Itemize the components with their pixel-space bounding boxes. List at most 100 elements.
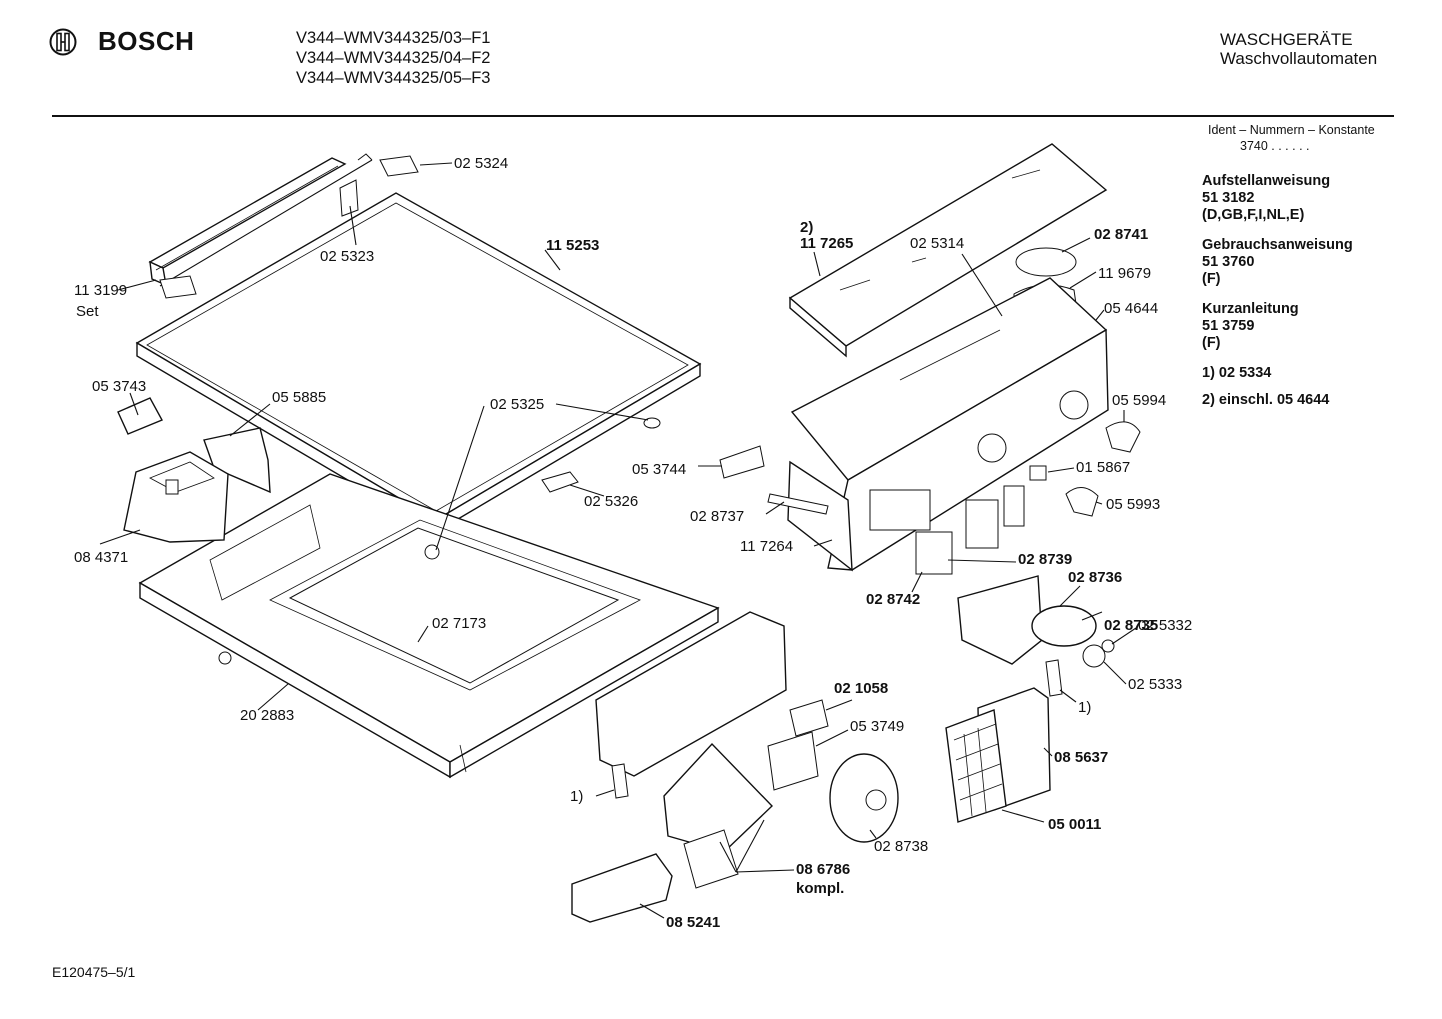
- door-lever: [719, 445, 765, 479]
- part-number-label: 02 7173: [432, 615, 486, 632]
- part-number-label: 08 6786: [796, 861, 850, 878]
- part-number-label: 02 5326: [584, 493, 638, 510]
- drawing-number: E120475–5/1: [52, 964, 136, 980]
- document-item: Aufstellanweisung 51 3182 (D,GB,F,I,NL,E…: [1202, 173, 1412, 224]
- part-number-label: 11 3199: [74, 282, 127, 299]
- part-number-label: 20 2883: [240, 707, 294, 724]
- ident-block: Ident – Nummern – Konstante 3740 . . . .…: [1208, 122, 1375, 154]
- gear-part: [1082, 644, 1106, 668]
- part-number-label: kompl.: [796, 880, 844, 897]
- selector-knob-hub: [865, 789, 887, 811]
- model-line: V344–WMV344325/03–F1: [296, 29, 491, 47]
- lid-hinge-clip: [541, 471, 579, 493]
- document-title: Aufstellanweisung: [1202, 173, 1331, 189]
- part-number-label: 02 8741: [1094, 226, 1148, 243]
- pressure-switch-part: [767, 731, 819, 791]
- part-number-label: 02 8735: [1104, 617, 1158, 634]
- part-number-label: 02 8736: [1068, 569, 1122, 586]
- part-number-label: 05 3749: [850, 718, 904, 735]
- part-number-label: 08 5241: [666, 914, 720, 931]
- part-number-label: 2): [800, 219, 813, 236]
- document-item: Gebrauchsanweisung 51 3760 (F): [1202, 237, 1412, 288]
- brand-header: BOSCH: [48, 26, 194, 57]
- document-extra: (F): [1202, 271, 1221, 287]
- document-item: Kurzanleitung 51 3759 (F): [1202, 301, 1412, 352]
- header-divider: [52, 115, 1394, 117]
- control-panel-cover-part: [788, 143, 1108, 358]
- lamp-holder: [1029, 465, 1047, 481]
- part-number-label: 02 8738: [874, 838, 928, 855]
- ident-label: Ident – Nummern – Konstante: [1208, 123, 1375, 137]
- part-number-label: 02 5323: [320, 248, 374, 265]
- timer-bracket-part: [957, 575, 1043, 665]
- part-number-label: 05 5885: [272, 389, 326, 406]
- part-number-label: 02 8739: [1018, 551, 1072, 568]
- document-title: Kurzanleitung: [1202, 301, 1299, 317]
- leader-lines: [99, 162, 1137, 919]
- part-number-label: Set: [76, 303, 99, 320]
- document-extra: (D,GB,F,I,NL,E): [1202, 207, 1305, 223]
- document-number: 51 3759: [1202, 318, 1255, 334]
- footnote-2: 2) einschl. 05 4644: [1202, 392, 1330, 408]
- model-line: V344–WMV344325/04–F2: [296, 49, 491, 67]
- model-line: V344–WMV344325/05–F3: [296, 69, 491, 87]
- category-line1: WASCHGERÄTE: [1220, 30, 1353, 49]
- footnote-1: 1) 02 5334: [1202, 365, 1272, 381]
- knob-left: [1105, 421, 1141, 453]
- detergent-dispenser-part: [117, 397, 271, 543]
- part-number-label: 02 5314: [910, 235, 964, 252]
- stop-rail: [767, 493, 829, 515]
- document-number: 51 3760: [1202, 254, 1255, 270]
- control-module-part: [571, 853, 673, 923]
- part-number-label: 02 8742: [866, 591, 920, 608]
- document-number: 51 3182: [1202, 190, 1255, 206]
- part-number-label: 11 7265: [800, 235, 853, 252]
- part-number-label: 1): [570, 788, 583, 805]
- part-number-label: 08 4371: [74, 549, 128, 566]
- pushbutton-switch-group: [915, 485, 1025, 575]
- ident-value: 3740 . . . . . .: [1240, 139, 1310, 153]
- part-number-label: 05 5993: [1106, 496, 1160, 513]
- retainer-clip-left: [611, 763, 629, 799]
- module-bracket-part: [595, 611, 787, 777]
- part-number-label: 11 9679: [1098, 265, 1151, 282]
- bosch-armature-logo-icon: [49, 28, 77, 55]
- part-number-label: 08 5637: [1054, 749, 1108, 766]
- brand-name: BOSCH: [98, 26, 195, 56]
- part-number-label: 02 5325: [490, 396, 544, 413]
- retainer-clip-right: [1045, 659, 1063, 697]
- document-title: Gebrauchsanweisung: [1202, 237, 1353, 253]
- control-panel-housing-part: [787, 277, 1109, 572]
- part-number-label: 1): [1078, 699, 1091, 716]
- base-frame-part: [138, 473, 720, 779]
- module-holder-part: [663, 742, 773, 853]
- part-number-label: 05 4644: [1104, 300, 1158, 317]
- part-number-label: 11 5253: [546, 237, 599, 254]
- part-number-label: 02 5332: [1138, 617, 1192, 634]
- timer-motor-unit-part: [945, 687, 1051, 823]
- hinge-bar-part: [148, 153, 419, 299]
- document-extra: (F): [1202, 335, 1221, 351]
- part-number-label: 05 0011: [1048, 816, 1101, 833]
- document-list: Aufstellanweisung 51 3182 (D,GB,F,I,NL,E…: [1202, 173, 1412, 419]
- part-number-label: 11 7264: [740, 538, 793, 555]
- selector-knob-part: [829, 753, 899, 843]
- knob-right: [1065, 487, 1099, 517]
- part-number-label: 01 5867: [1076, 459, 1130, 476]
- part-number-label: 05 3744: [632, 461, 686, 478]
- part-number-label: 02 8737: [690, 508, 744, 525]
- program-knob-cap: [1015, 247, 1077, 277]
- category-line2: Waschvollautomaten: [1220, 49, 1378, 68]
- electronic-module-part: [683, 829, 739, 889]
- part-number-label: 02 1058: [834, 680, 888, 697]
- cable-clip: [789, 699, 829, 737]
- model-list: V344–WMV344325/03–F1 V344–WMV344325/04–F…: [296, 28, 490, 88]
- gear-small-part: [1101, 639, 1115, 653]
- part-number-label: 05 3743: [92, 378, 146, 395]
- timer-wheel-part: [1031, 605, 1097, 647]
- part-number-label: 02 5333: [1128, 676, 1182, 693]
- part-number-label: 02 5324: [454, 155, 508, 172]
- part-number-label: 05 5994: [1112, 392, 1166, 409]
